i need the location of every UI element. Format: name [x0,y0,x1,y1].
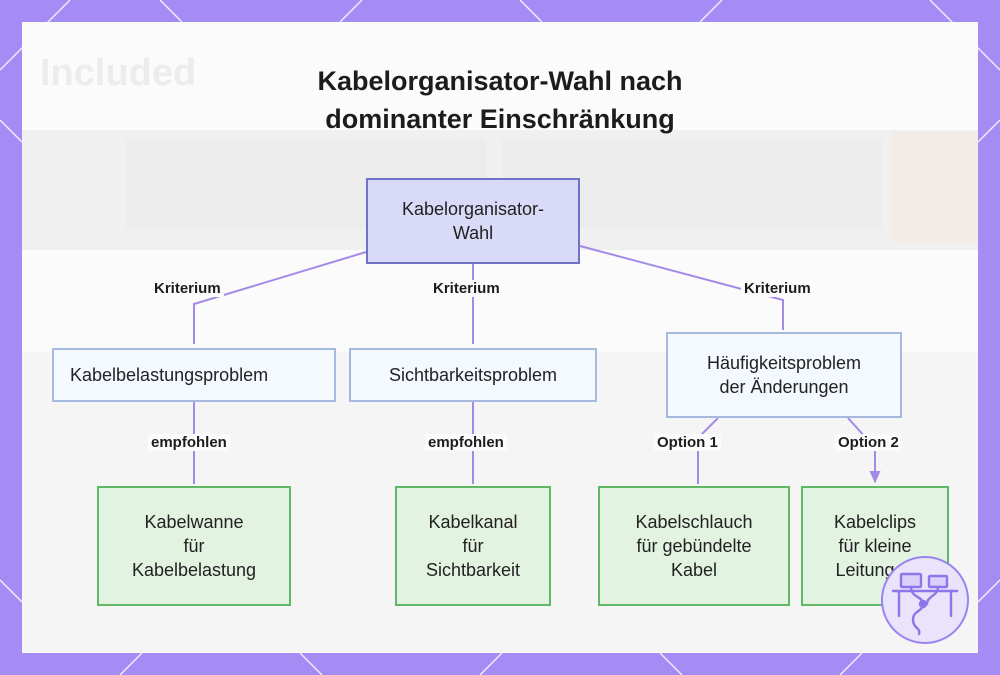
edge-label-criterion-right: Kriterium [741,280,814,297]
node-root-line-1: Kabelorganisator- [401,199,545,219]
title-line-1: Kabelorganisator-Wahl nach [317,66,683,96]
node-visibility-problem: Sichtbarkeitsproblem [349,348,597,402]
background-block [892,132,978,242]
node-load-problem-line-1: Kabelbelastungsproblem [70,365,269,385]
edge-root-load [193,251,367,344]
node-frequency-problem: Häufigkeitsproblem der Änderungen [666,332,902,418]
edge-label-criterion-left: Kriterium [151,280,224,297]
node-frequency-problem-line-2: der Änderungen [719,377,849,397]
edge-label-option-1: Option 1 [654,434,721,451]
node-cable-clips-line-1: Kabelclips [833,512,917,532]
diagram-title: Kabelorganisator-Wahl nach dominanter Ei… [22,62,978,138]
background-text: Included [40,52,197,94]
node-cable-tray-line-2: für [183,536,205,556]
edge-label-criterion-center: Kriterium [430,280,503,297]
desk-cable-icon [881,556,969,644]
node-frequency-problem-line-1: Häufigkeitsproblem [706,353,862,373]
edge-label-recommended-left: empfohlen [148,434,230,451]
node-cable-tray: Kabelwanne für Kabelbelastung [97,486,291,606]
node-cable-channel-line-3: Sichtbarkeit [425,560,521,580]
node-load-problem: Kabelbelastungsproblem [52,348,336,402]
node-root: Kabelorganisator- Wahl [366,178,580,264]
node-cable-tray-line-3: Kabelbelastung [131,560,257,580]
edge-label-recommended-center: empfohlen [425,434,507,451]
node-cable-sleeve-line-1: Kabelschlauch [635,512,753,532]
node-cable-channel-line-2: für [462,536,484,556]
edge-root-frequency [579,245,784,330]
node-cable-clips-line-2: für kleine [838,536,912,556]
diagram-card: Included Kabelorganisator-Wahl nach domi… [22,22,978,653]
node-visibility-problem-line-1: Sichtbarkeitsproblem [388,365,558,385]
title-line-2: dominanter Einschränkung [325,104,675,134]
node-cable-sleeve-line-3: Kabel [670,560,718,580]
node-cable-sleeve-line-2: für gebündelte [636,536,752,556]
node-cable-channel-line-1: Kabelkanal [428,512,518,532]
node-cable-clips: Kabelclips für kleine Leitungen [801,486,949,606]
node-cable-sleeve: Kabelschlauch für gebündelte Kabel [598,486,790,606]
edge-label-option-2: Option 2 [835,434,902,451]
node-root-line-2: Wahl [452,223,494,243]
edge-frequency-sleeve [697,417,719,484]
node-cable-channel: Kabelkanal für Sichtbarkeit [395,486,551,606]
node-cable-tray-line-1: Kabelwanne [144,512,244,532]
